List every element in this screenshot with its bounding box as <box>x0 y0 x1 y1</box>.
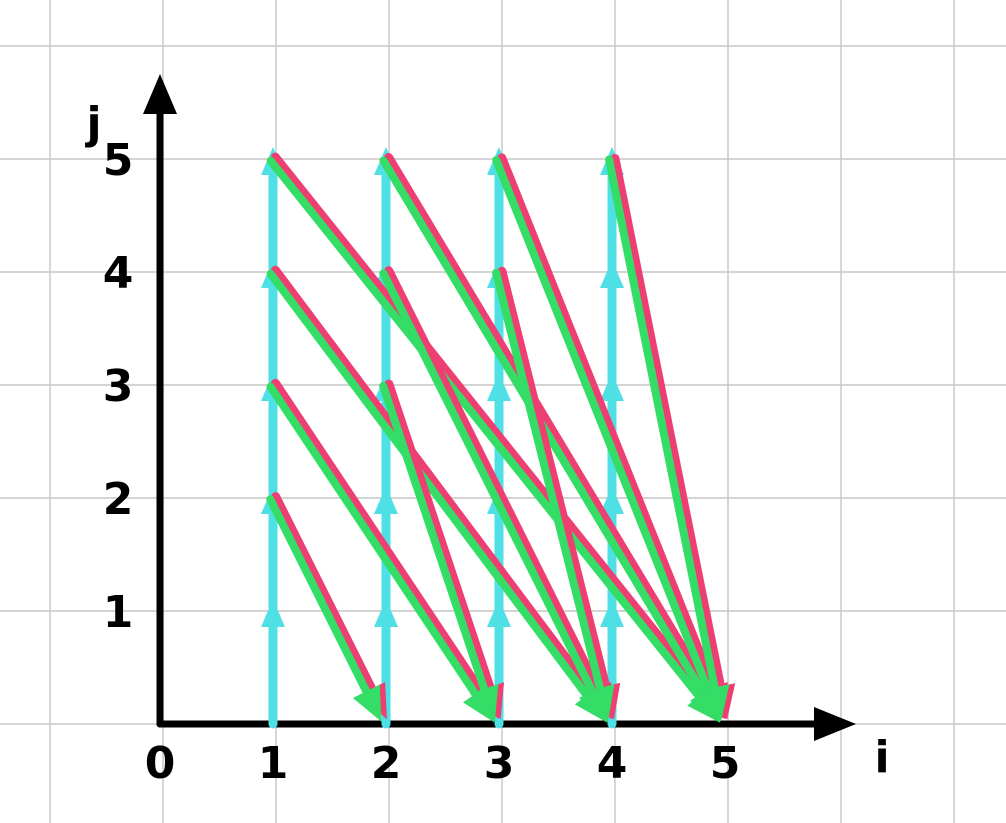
vertical-arrowhead <box>600 373 624 401</box>
y-tick-labels: 1 2 3 4 5 <box>103 135 134 638</box>
y-tick-label: 2 <box>103 474 134 525</box>
diagonal-arrow <box>266 492 387 722</box>
x-tick-label: 4 <box>597 738 628 789</box>
vertical-arrowhead <box>261 599 285 627</box>
diagonal-arrows <box>266 152 736 723</box>
vertical-arrowhead <box>487 599 511 627</box>
diagonal-arrow <box>379 379 505 722</box>
vertical-arrowhead <box>374 486 398 514</box>
x-tick-label: 5 <box>710 738 741 789</box>
x-axis-arrowhead <box>814 707 856 741</box>
y-tick-label: 3 <box>103 361 134 412</box>
origin-label: 0 <box>145 738 176 789</box>
diagonal-arrow <box>605 153 736 721</box>
y-tick-label: 4 <box>103 248 134 299</box>
x-tick-label: 2 <box>371 738 402 789</box>
vertical-arrowhead <box>487 373 511 401</box>
vertical-arrowhead <box>374 599 398 627</box>
vertical-arrowhead <box>600 486 624 514</box>
vertical-arrowhead <box>600 260 624 288</box>
axis-labels: 0 i j <box>84 98 889 789</box>
y-axis-label: j <box>84 98 101 149</box>
x-tick-labels: 1 2 3 4 5 <box>258 738 741 789</box>
y-tick-label: 5 <box>103 135 134 186</box>
vertical-arrow <box>261 147 285 729</box>
x-axis-label: i <box>874 732 889 783</box>
x-tick-label: 3 <box>484 738 515 789</box>
diagonal-arrow <box>492 266 621 721</box>
y-tick-label: 1 <box>103 587 134 638</box>
y-axis-arrowhead <box>143 74 177 114</box>
x-tick-label: 1 <box>258 738 289 789</box>
vertical-arrowhead <box>600 599 624 627</box>
